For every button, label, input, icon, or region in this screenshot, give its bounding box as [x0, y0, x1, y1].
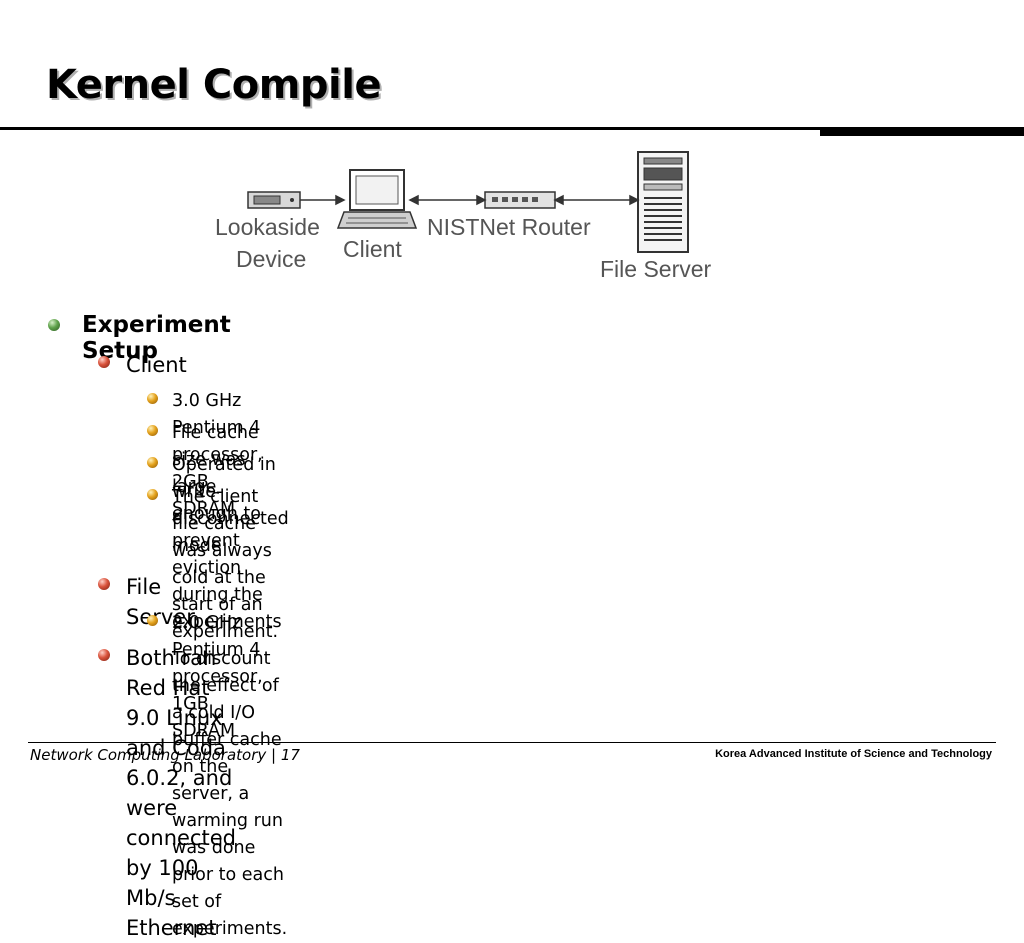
orange-bullet-icon	[147, 615, 158, 626]
list-item: File Server	[98, 572, 195, 632]
red-bullet-icon	[98, 649, 110, 661]
both-summary: Both ran Red Hat 9.0 Linux and Coda 6.0.…	[126, 646, 236, 940]
footer-lab-page: Network Computing Laboratory | 17	[30, 746, 300, 764]
list-item: Client	[98, 350, 187, 380]
title-divider	[0, 127, 1024, 130]
experiment-setup-heading: Experiment Setup	[82, 312, 231, 364]
list-item: Operated in write-disconnected mode	[147, 452, 289, 560]
orange-bullet-icon	[147, 393, 158, 404]
footer-divider	[28, 742, 996, 743]
network-diagram: Lookaside Device Client NISTNet Router F…	[200, 140, 760, 290]
list-item: Both ran Red Hat 9.0 Linux and Coda 6.0.…	[98, 643, 236, 943]
client-spec-mode: Operated in write-disconnected mode	[172, 455, 289, 556]
red-bullet-icon	[98, 578, 110, 590]
router-icon	[484, 191, 556, 209]
connection-lines	[300, 194, 640, 206]
list-item: Experiment Setup	[48, 312, 231, 364]
server-spec-cpu: 2.0 GHz Pentium 4 processor, 1GB SDRAM	[172, 613, 263, 741]
list-item: 2.0 GHz Pentium 4 processor, 1GB SDRAM	[147, 610, 263, 745]
red-bullet-icon	[98, 356, 110, 368]
client-subheading: Client	[126, 353, 187, 377]
server-tower-icon	[637, 151, 689, 253]
client-spec-cache: File cache size was large enough to prev…	[172, 423, 282, 632]
label-device: Device	[236, 246, 307, 272]
orange-bullet-icon	[147, 425, 158, 436]
file-server-subheading: File Server	[126, 575, 195, 629]
title-divider-accent	[820, 127, 1024, 136]
client-spec-cpu: 3.0 GHz Pentium 4 processor, 2GB SDRAM	[172, 391, 263, 519]
label-file-server: File Server	[600, 256, 712, 282]
slide-title: Kernel Compile	[46, 62, 382, 108]
orange-bullet-icon	[147, 457, 158, 468]
label-router: NISTNet Router	[427, 214, 591, 240]
footer-institution: Korea Advanced Institute of Science and …	[715, 748, 992, 760]
label-client: Client	[343, 236, 402, 262]
green-bullet-icon	[48, 319, 60, 331]
orange-bullet-icon	[147, 489, 158, 500]
list-item: File cache size was large enough to prev…	[147, 420, 282, 636]
laptop-icon	[336, 169, 418, 229]
label-lookaside: Lookaside	[215, 214, 320, 240]
list-item: 3.0 GHz Pentium 4 processor, 2GB SDRAM	[147, 388, 263, 523]
storage-device-icon	[247, 191, 301, 209]
